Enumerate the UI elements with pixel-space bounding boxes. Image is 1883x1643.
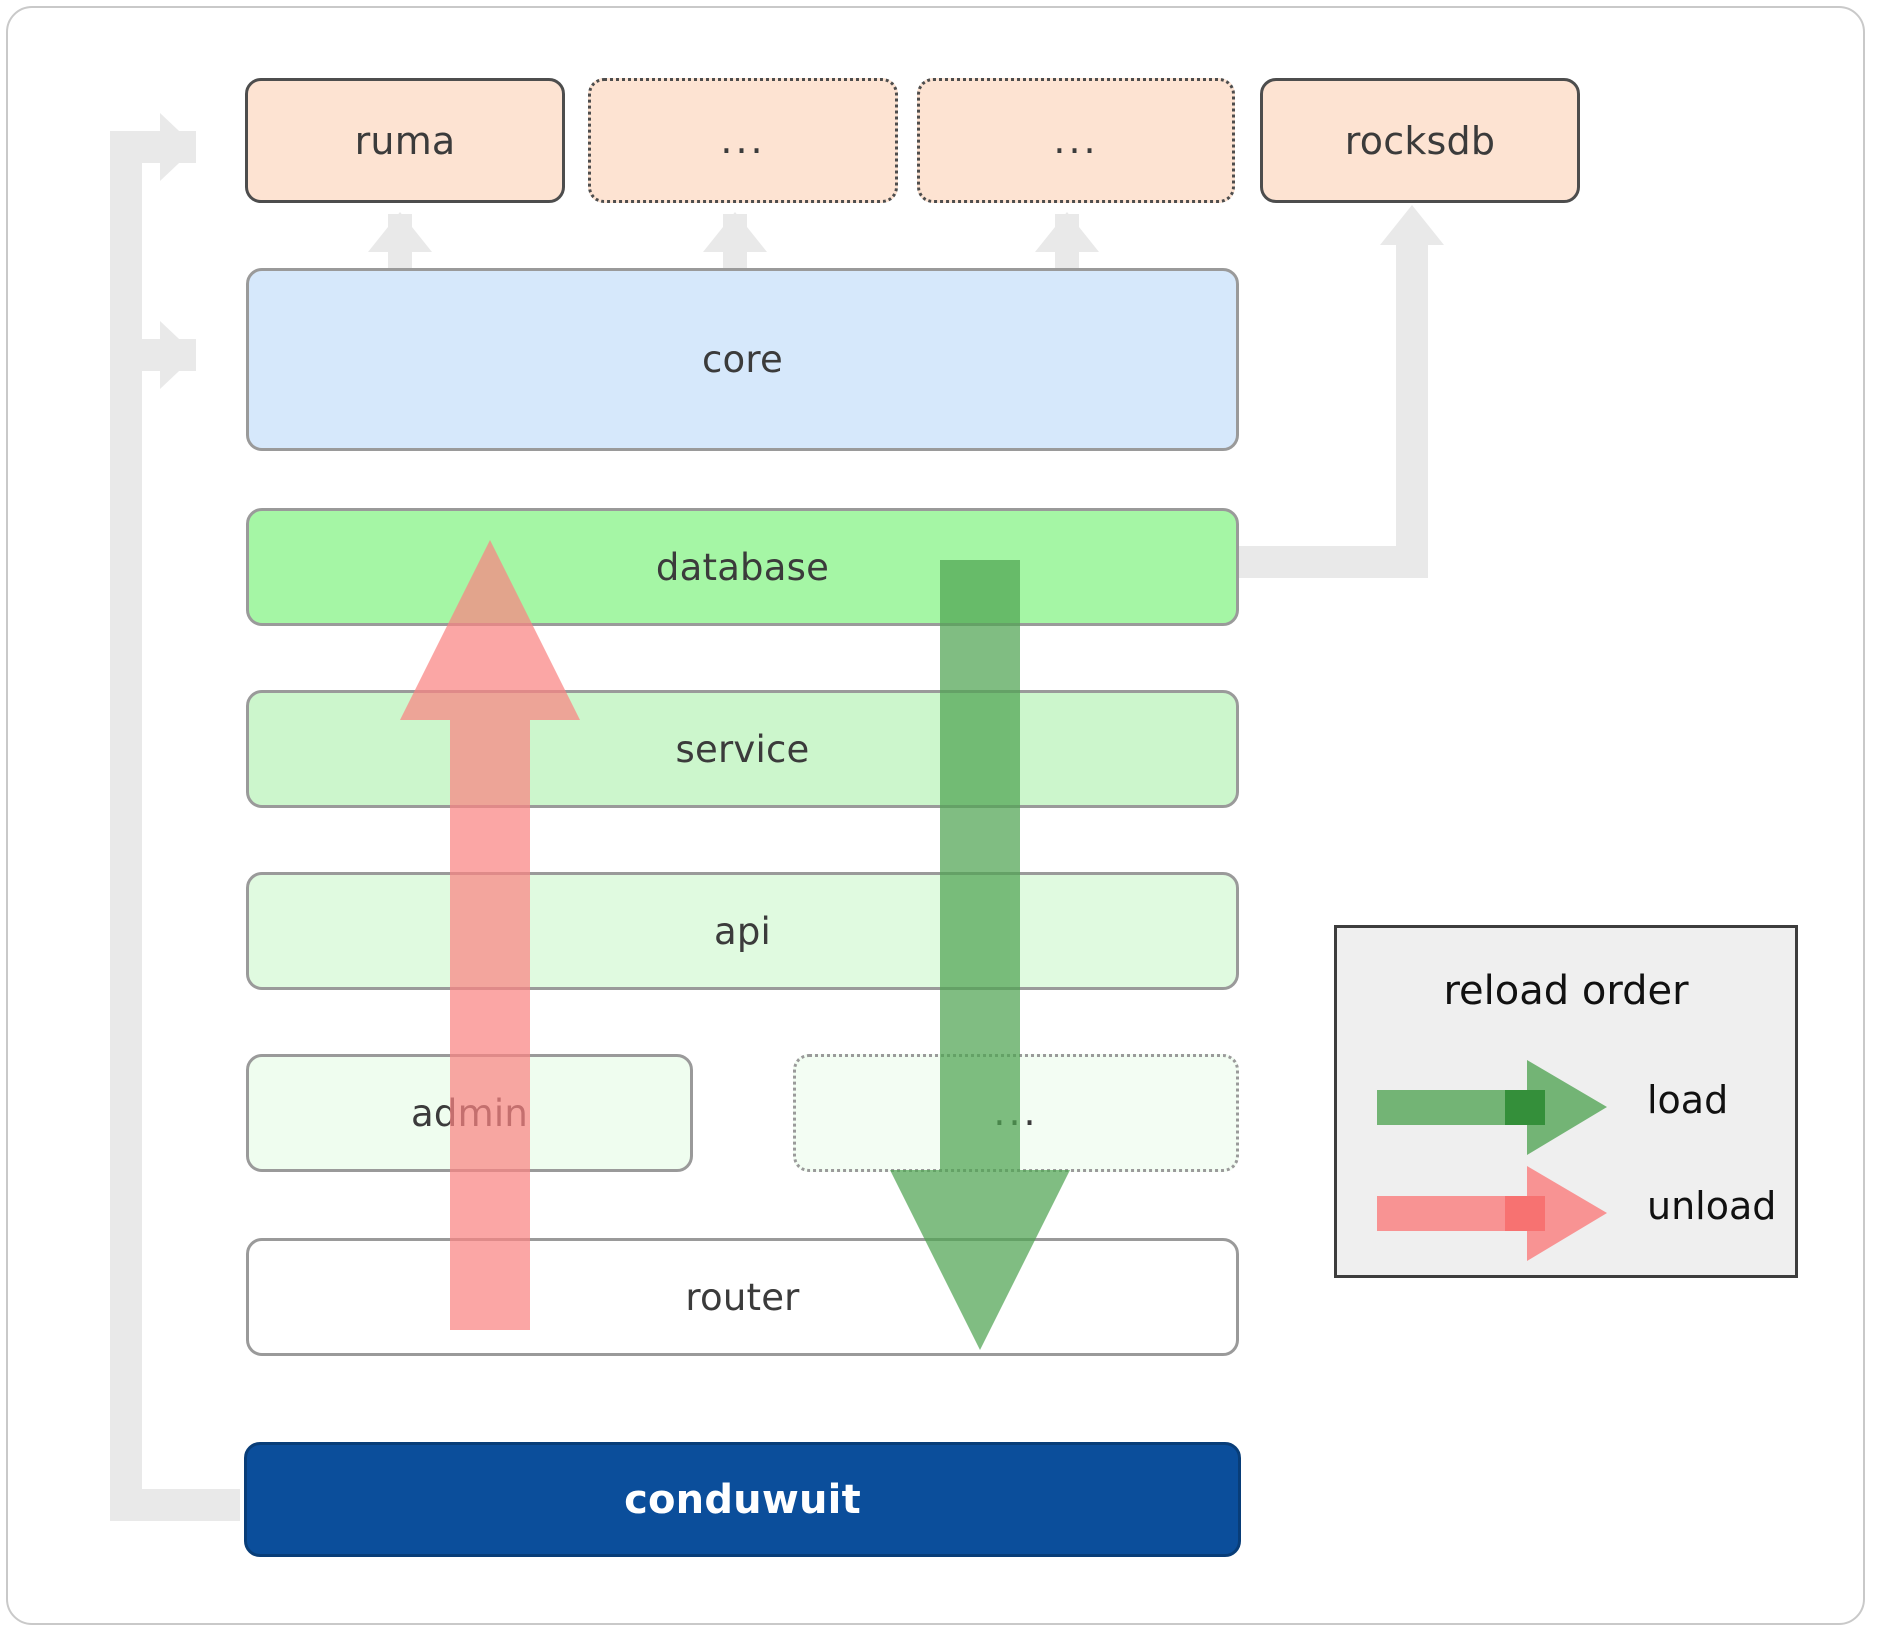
connector-branch-conduwuit bbox=[110, 1489, 240, 1521]
layer-box-admin[interactable]: admin bbox=[246, 1054, 693, 1172]
connector-arrow-core bbox=[160, 321, 196, 389]
layer-label-admin: admin bbox=[411, 1091, 528, 1135]
layer-label-database: database bbox=[655, 545, 830, 589]
layer-label-router: router bbox=[685, 1275, 800, 1319]
dependency-box-dep2[interactable]: ... bbox=[588, 78, 898, 203]
layer-box-router[interactable]: router bbox=[246, 1238, 1239, 1356]
connector-database-to-rocksdb-horizontal bbox=[1228, 546, 1428, 578]
dependency-label-rocksdb: rocksdb bbox=[1344, 118, 1496, 163]
legend-title: reload order bbox=[1443, 968, 1689, 1014]
layer-box-api[interactable]: api bbox=[246, 872, 1239, 990]
connector-arrow-ruma bbox=[160, 113, 196, 181]
connector-core-to-dep3-arrow bbox=[1035, 212, 1099, 252]
layer-box-core[interactable]: core bbox=[246, 268, 1239, 451]
connector-core-to-ruma-arrow bbox=[368, 212, 432, 252]
dependency-label-ruma: ruma bbox=[354, 118, 456, 163]
connector-database-to-rocksdb-vertical bbox=[1396, 243, 1428, 578]
legend-panel: reload order load unload bbox=[1334, 925, 1798, 1278]
layer-label-core: core bbox=[702, 338, 783, 381]
layer-label-api: api bbox=[713, 909, 772, 953]
dependency-box-rocksdb[interactable]: rocksdb bbox=[1260, 78, 1580, 203]
unload-arrow-icon bbox=[1377, 1166, 1607, 1261]
dependency-box-ruma[interactable]: ruma bbox=[245, 78, 565, 203]
legend-label-unload: unload bbox=[1647, 1184, 1777, 1228]
diagram-frame bbox=[6, 6, 1865, 1625]
layer-label-more: ... bbox=[993, 1090, 1039, 1135]
layer-box-database[interactable]: database bbox=[246, 508, 1239, 626]
layer-box-more[interactable]: ... bbox=[793, 1054, 1239, 1172]
dependency-label-dep2: ... bbox=[720, 117, 766, 162]
legend-label-load: load bbox=[1647, 1078, 1729, 1122]
connector-core-to-dep2-arrow bbox=[703, 212, 767, 252]
application-box-conduwuit[interactable]: conduwuit bbox=[244, 1442, 1241, 1557]
application-label-conduwuit: conduwuit bbox=[624, 1476, 861, 1523]
dependency-label-dep3: ... bbox=[1053, 117, 1099, 162]
connector-database-to-rocksdb-arrow bbox=[1380, 205, 1444, 245]
layer-label-service: service bbox=[675, 727, 810, 771]
layer-box-service[interactable]: service bbox=[246, 690, 1239, 808]
load-arrow-icon bbox=[1377, 1060, 1607, 1155]
dependency-box-dep3[interactable]: ... bbox=[917, 78, 1235, 203]
